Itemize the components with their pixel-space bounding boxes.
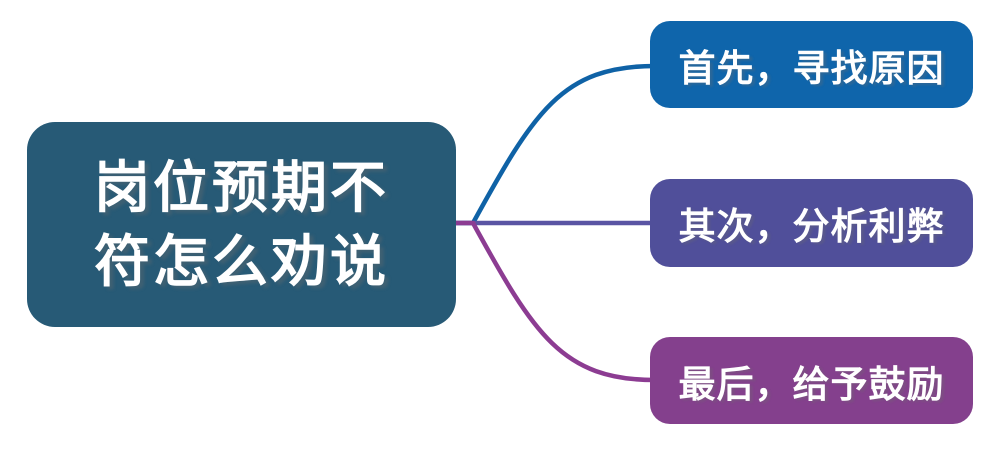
branch-node-2-label: 其次，分析利弊 — [678, 206, 945, 247]
connector-branch-3-line — [453, 220, 658, 383]
branch-node-3-label: 最后，给予鼓励 — [678, 363, 945, 405]
root-node-label: 岗位预期不 符怎么劝说 — [94, 155, 389, 293]
branch-node-2[interactable]: 其次，分析利弊 — [650, 179, 973, 267]
branch-node-1-label: 首先，寻找原因 — [678, 47, 945, 89]
branch-node-3[interactable]: 最后，给予鼓励 — [650, 337, 973, 424]
root-node[interactable]: 岗位预期不 符怎么劝说 — [27, 122, 456, 327]
connector-branch-1-line — [453, 63, 658, 226]
branch-node-1[interactable]: 首先，寻找原因 — [650, 21, 973, 108]
